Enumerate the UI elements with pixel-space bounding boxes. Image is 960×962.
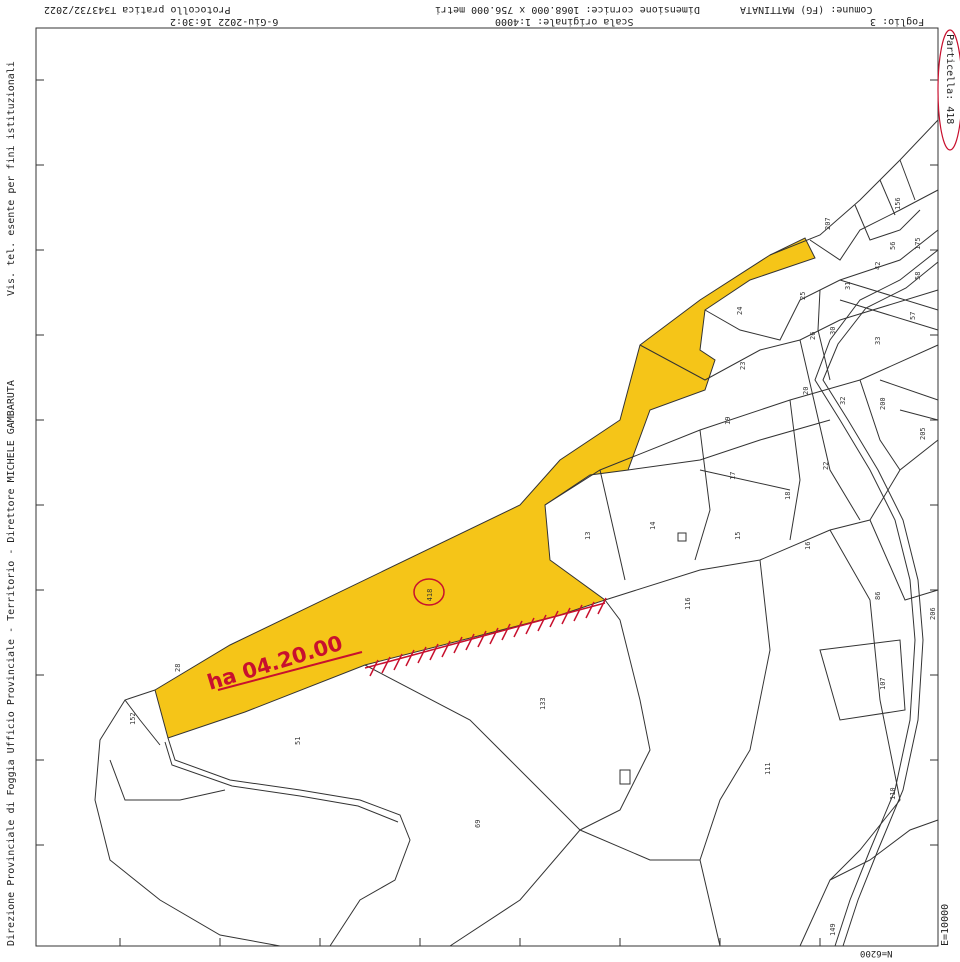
header-data: 6-Giu-2022 16:30:2 [170, 16, 279, 27]
parcel-number-label: 18 [784, 492, 792, 500]
header-foglio: Foglio: 3 [870, 16, 925, 27]
parcel-number-label: 51 [294, 737, 302, 745]
parcel-number-label: 32 [839, 397, 847, 405]
parcel-number-label: 13 [584, 532, 592, 540]
parcel-number-label: 156 [894, 197, 902, 210]
parcel-number-label: 30 [829, 327, 837, 335]
parcel-number-label: 20 [802, 387, 810, 395]
parcel-number-label: 23 [739, 362, 747, 370]
parcel-number-label: 86 [874, 592, 882, 600]
parcel-number-label: 16 [804, 542, 812, 550]
parcel-number-label: 24 [736, 307, 744, 315]
parcel-number-label: 42 [874, 262, 882, 270]
parcel-number-label: 15 [734, 532, 742, 540]
map-frame [35, 27, 939, 947]
parcel-number-label: 33 [874, 337, 882, 345]
header-protocollo: Protocollo pratica T343732/2022 [44, 4, 231, 15]
header-comune: Comune: (FG) MATTINATA [740, 4, 873, 15]
coord-east: E=10000 [940, 903, 951, 946]
building-symbol-2 [677, 532, 687, 542]
header-scala: Scala originale: 1:4000 [495, 16, 634, 27]
parcel-number-label: 22 [822, 462, 830, 470]
parcel-boundaries [94, 119, 939, 947]
parcel-number-label: 200 [879, 397, 887, 410]
parcel-number-label: 207 [824, 217, 832, 230]
coord-north: N=6200 [860, 948, 893, 958]
area-underline [217, 651, 363, 691]
particella-tag: Particella: 418 [944, 34, 955, 125]
parcel-small-label: 28 [174, 664, 182, 672]
parcel-number-label: 206 [929, 607, 937, 620]
parcel-number-label: 69 [474, 820, 482, 828]
parcel-labels: 51 69 13 14 15 16 17 18 19 20 22 23 24 2… [129, 197, 937, 936]
parcel-number-label: 56 [889, 242, 897, 250]
parcel-number-label: 25 [799, 292, 807, 300]
parcel-number-label: 133 [539, 697, 547, 710]
parcel-circle-label: 418 [426, 589, 434, 602]
particella-circle [937, 29, 960, 151]
parcel-number-label: 205 [919, 427, 927, 440]
parcel-number-label: 111 [764, 762, 772, 775]
parcel-number-label: 58 [914, 272, 922, 280]
parcel-number-label: 19 [724, 417, 732, 425]
road [814, 249, 939, 947]
parcel-number-label: 107 [879, 677, 887, 690]
parcel-circle [413, 578, 445, 606]
side-esente: Vis. tel. esente per fini istituzionali [6, 61, 17, 296]
parcel-number-label: 175 [914, 237, 922, 250]
parcel-number-label: 152 [129, 712, 137, 725]
hatched-boundary [364, 597, 607, 677]
parcel-number-label: 149 [829, 923, 837, 936]
parcel-number-label: 116 [684, 597, 692, 610]
building-symbol [619, 769, 631, 785]
parcel-number-label: 26 [809, 332, 817, 340]
frame-ticks [36, 79, 938, 946]
header-dimensione: Dimensione cornice: 1068.000 x 756.000 m… [435, 4, 700, 15]
parcel-number-label: 57 [909, 312, 917, 320]
parcel-number-label: 110 [889, 787, 897, 800]
parcel-number-label: 17 [729, 472, 737, 480]
side-direzione: Direzione Provinciale di Foggia Ufficio … [6, 380, 17, 946]
parcel-number-label: 31 [844, 282, 852, 290]
parcel-number-label: 14 [649, 522, 657, 530]
